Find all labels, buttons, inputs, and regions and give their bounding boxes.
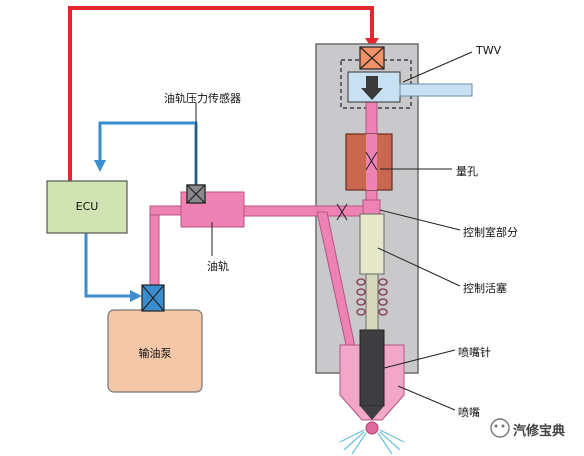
nozzle-needle (359, 329, 385, 407)
watermark-logo (490, 418, 510, 438)
rail-label: 油轨 (207, 260, 229, 273)
leader-lines (195, 51, 473, 411)
sensor-ecu-signal-line (98, 121, 198, 186)
pressure-sensor-label: 油轨压力传感器 (164, 92, 241, 105)
return-port (399, 83, 473, 97)
orifice-label: 量孔 (456, 165, 478, 178)
control-piston (359, 213, 385, 275)
pump-label: 输油泵 (138, 347, 172, 360)
needle-spring (356, 278, 388, 316)
needle-label: 喷嘴针 (458, 346, 491, 359)
ecu-label: ECU (75, 200, 99, 213)
rail-to-injector-pipe (239, 205, 371, 217)
sensor-ecu-signal-arrow (94, 160, 106, 172)
twv-label: TWV (476, 44, 502, 57)
nozzle-label: 喷嘴 (458, 406, 480, 419)
ecu-twv-signal-line (68, 6, 374, 182)
fuel-spray (339, 429, 405, 455)
ecu-box (46, 180, 128, 234)
control-chamber (362, 199, 381, 215)
watermark-text: 汽修宝典 (513, 424, 566, 439)
ecu-pump-signal-line (84, 233, 132, 298)
control-piston-label: 控制活塞 (463, 282, 507, 295)
ecu-pump-signal-arrow (130, 290, 142, 302)
twv-valve-arrow (361, 76, 383, 100)
control-chamber-label: 控制室部分 (463, 226, 518, 239)
nozzle-tip (365, 421, 379, 435)
